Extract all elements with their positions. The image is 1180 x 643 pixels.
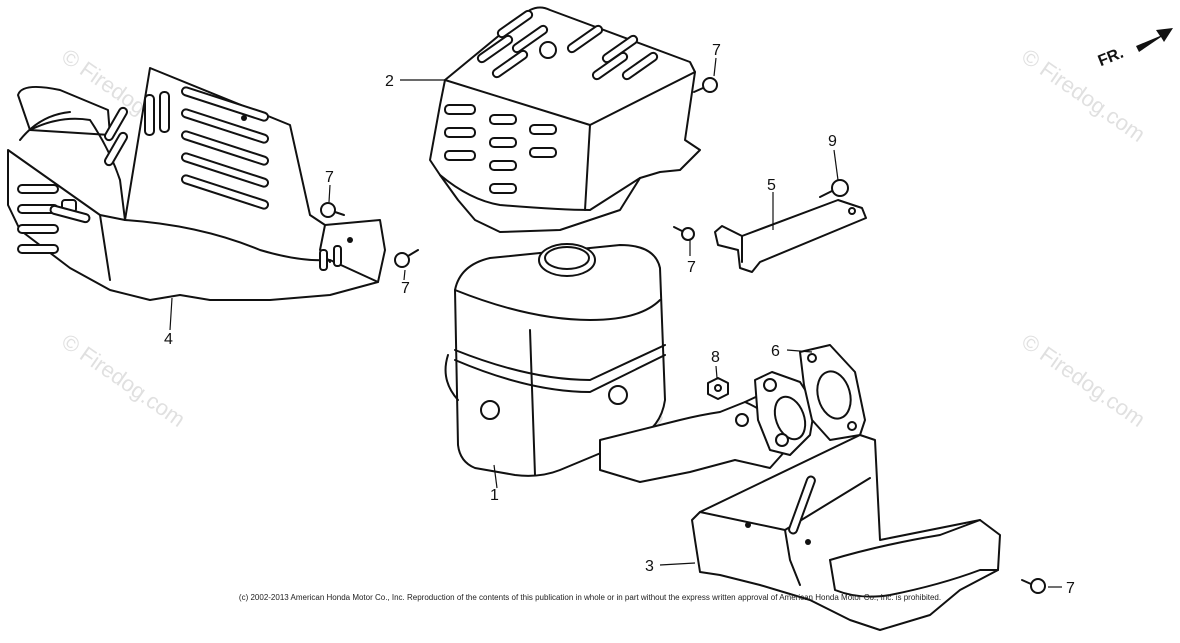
bolt-7-icon bbox=[394, 249, 419, 268]
direction-label: FR. bbox=[1096, 45, 1126, 70]
watermark-3: © Firedog.com bbox=[1017, 44, 1150, 147]
callout-9: 9 bbox=[828, 133, 837, 150]
bolt-9-icon bbox=[819, 179, 849, 198]
part-2-muffler-cover bbox=[429, 6, 701, 233]
watermark-6: © Firedog.com bbox=[1017, 329, 1150, 432]
front-direction-indicator: FR. bbox=[1096, 28, 1173, 70]
callout-1: 1 bbox=[490, 487, 499, 504]
part-1-muffler bbox=[444, 243, 666, 477]
bolt-7-icon bbox=[1021, 578, 1046, 594]
callout-4: 4 bbox=[164, 331, 173, 348]
callout-8: 8 bbox=[711, 349, 720, 366]
callout-3: 3 bbox=[645, 558, 654, 575]
callout-7-center: 7 bbox=[687, 259, 696, 276]
bolt-7-icon bbox=[320, 202, 345, 218]
bolt-7-icon bbox=[693, 77, 718, 93]
callout-6: 6 bbox=[771, 343, 780, 360]
part-5-stay-bracket bbox=[714, 199, 867, 273]
callout-5: 5 bbox=[767, 177, 776, 194]
callout-2: 2 bbox=[385, 73, 394, 90]
exhaust-pipe bbox=[599, 371, 816, 483]
callout-7-left-upper: 7 bbox=[325, 169, 334, 186]
part-6-gasket bbox=[799, 344, 866, 441]
copyright-notice: (c) 2002-2013 American Honda Motor Co., … bbox=[238, 593, 942, 602]
fasteners bbox=[320, 77, 1046, 594]
callout-7-left-lower: 7 bbox=[401, 280, 410, 297]
part-3-muffler-protector bbox=[691, 434, 1001, 631]
part-2-vents bbox=[444, 9, 659, 194]
nut-8-icon bbox=[707, 377, 729, 400]
part-4-muffler-protector bbox=[7, 67, 386, 301]
bolt-7-icon bbox=[673, 226, 695, 241]
callouts: 1 2 3 4 5 6 7 7 7 7 7 8 9 bbox=[164, 42, 1075, 597]
callout-7-bottom-right: 7 bbox=[1066, 580, 1075, 597]
part-4-vents bbox=[17, 86, 342, 271]
leader-lines bbox=[169, 57, 1062, 588]
callout-7-top: 7 bbox=[712, 42, 721, 59]
direction-arrow-icon bbox=[1136, 28, 1173, 52]
